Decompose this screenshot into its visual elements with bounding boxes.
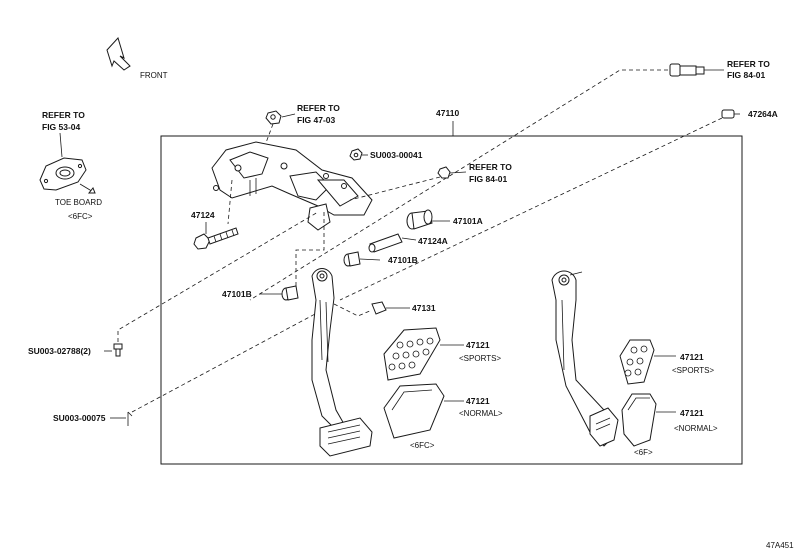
pedal-top-leader-6f: [569, 271, 583, 276]
stop-light-switch-icon: [669, 63, 705, 77]
toe-board-variant: <6FC>: [68, 212, 93, 221]
refer-label: REFER TO: [297, 103, 340, 113]
refer-fig-47-03: FIG 47-03: [297, 115, 336, 125]
toe-board-plate-icon: [39, 157, 87, 191]
variant-6fc: <6FC>: [410, 441, 435, 450]
bushing-icon: [343, 251, 361, 267]
front-arrow-icon: [106, 37, 131, 71]
bushing-icon: [406, 209, 433, 230]
dash-47264A: [339, 117, 723, 301]
toe-board-label: TOE BOARD: [55, 198, 102, 207]
leader-47101B-right: [359, 258, 381, 261]
leader-47124A: [401, 237, 417, 241]
clip-icon: [437, 166, 451, 179]
variant-normal-b: <NORMAL>: [459, 409, 503, 418]
part-47101B-right: 47101B: [388, 255, 418, 265]
refer-label: REFER TO: [727, 59, 770, 69]
assembly-frame: [160, 135, 743, 465]
dash-switch: [249, 69, 668, 301]
pin-icon: [127, 411, 133, 426]
part-47264A: 47264A: [748, 109, 778, 119]
pedal-bracket-icon: [211, 141, 373, 231]
front-label: FRONT: [140, 71, 168, 80]
clutch-pedal-arm-icon: [311, 268, 373, 457]
dash-su02788: [117, 211, 319, 342]
dash-clip: [349, 176, 441, 201]
normal-pedal-pad-icon: [383, 383, 445, 439]
leader-53-04: [59, 132, 63, 158]
toe-board-arrowhead-icon: [87, 187, 96, 194]
nut-icon: [265, 110, 282, 125]
part-47121-c: 47121: [680, 352, 704, 362]
dash-bracket-axle: [295, 212, 325, 290]
refer-label: REFER TO: [42, 110, 85, 120]
part-47121-a: 47121: [466, 340, 490, 350]
part-47121-b: 47121: [466, 396, 490, 406]
cushion-icon: [721, 109, 740, 119]
refer-fig-84-01-mid: FIG 84-01: [469, 174, 508, 184]
dash-bracket-down: [227, 179, 233, 225]
sports-pedal-pad-icon: [619, 339, 655, 385]
part-47110: 47110: [436, 108, 459, 118]
bolt-icon: [193, 227, 239, 250]
refer-fig-84-01-top: FIG 84-01: [727, 70, 766, 80]
part-47101A: 47101A: [453, 216, 483, 226]
screw-icon: [113, 343, 123, 357]
part-47101B-left: 47101B: [222, 289, 252, 299]
part-SU003-02788: SU003-02788(2): [28, 346, 91, 356]
sports-pedal-pad-icon: [383, 327, 441, 381]
part-47131: 47131: [412, 303, 436, 313]
part-SU003-00075: SU003-00075: [53, 413, 106, 423]
stopper-icon: [371, 301, 387, 315]
bushing-icon: [281, 285, 299, 301]
variant-normal-d: <NORMAL>: [674, 424, 718, 433]
part-47121-d: 47121: [680, 408, 704, 418]
variant-6f: <6F>: [634, 448, 653, 457]
part-47124A: 47124A: [418, 236, 448, 246]
nut-icon: [349, 148, 363, 161]
collar-icon: [368, 233, 403, 253]
leader-47-03: [281, 113, 296, 118]
dash-su00075: [131, 305, 331, 413]
variant-sports-c: <SPORTS>: [672, 366, 714, 375]
diagram-id: 47A451: [766, 541, 794, 550]
part-SU003-00041: SU003-00041: [370, 150, 423, 160]
normal-pedal-pad-icon: [621, 393, 657, 447]
refer-label: REFER TO: [469, 162, 512, 172]
clutch-pedal-arm-6f-icon: [551, 270, 619, 447]
dash-47131: [333, 303, 373, 317]
refer-fig-53-04: FIG 53-04: [42, 122, 81, 132]
part-47124: 47124: [191, 210, 215, 220]
leader-84-01-mid: [449, 171, 467, 174]
variant-sports-a: <SPORTS>: [459, 354, 501, 363]
